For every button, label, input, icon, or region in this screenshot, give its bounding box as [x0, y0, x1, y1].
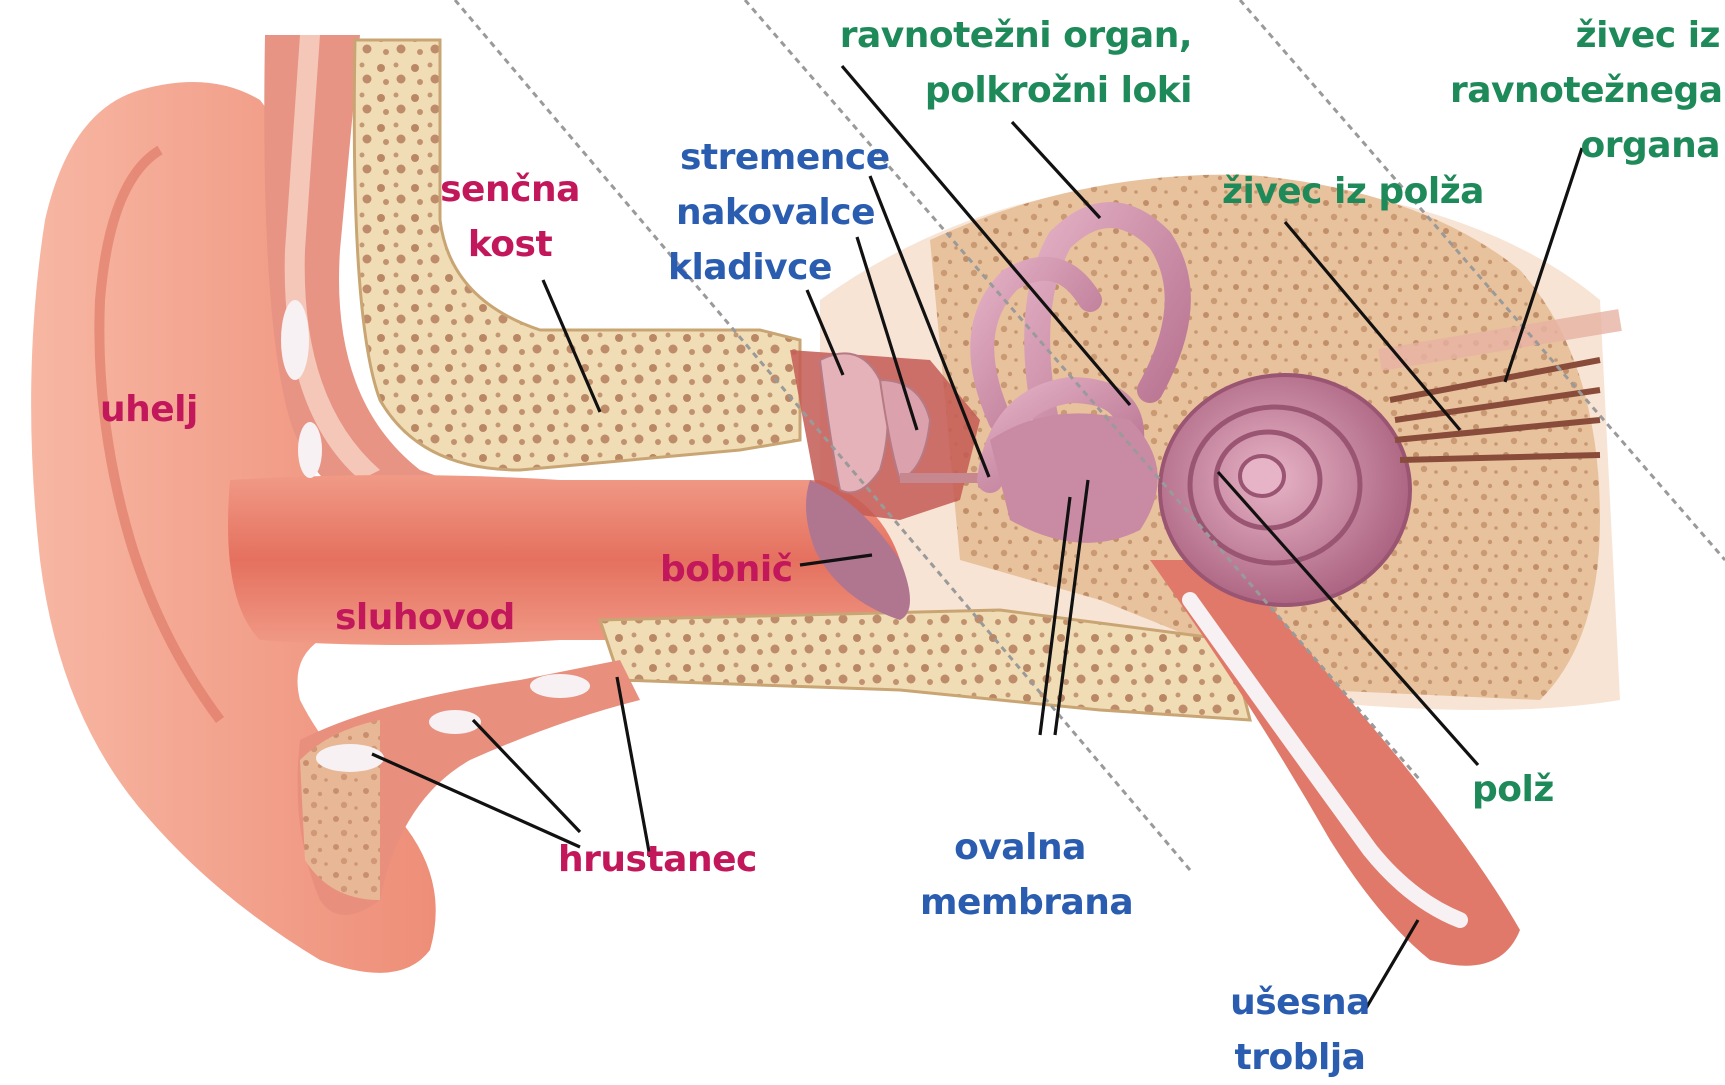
label-stremence: stremence: [680, 130, 890, 185]
cochlea: [1160, 375, 1410, 605]
cartilage-piece: [316, 744, 384, 772]
label-hrustanec: hrustanec: [558, 832, 757, 887]
label-nakovalce: nakovalce: [676, 185, 875, 240]
label-ravnotezni-organ: ravnotežni organ, polkrožni loki: [800, 8, 1192, 118]
label-zivec-iz-ravnoteznega-organa: živec iz ravnotežnega organa: [1450, 8, 1720, 173]
label-kladivce: kladivce: [668, 240, 832, 295]
cartilage-piece: [298, 422, 322, 478]
label-sluhovod: sluhovod: [335, 590, 515, 645]
label-uhelj: uhelj: [100, 382, 198, 437]
label-bobnic: bobnič: [660, 542, 793, 597]
label-sencna-kost: senčna kost: [440, 162, 580, 272]
cartilage-piece: [281, 300, 309, 380]
label-usesna-troblja: ušesna troblja: [1225, 975, 1375, 1085]
label-ovalna-membrana: ovalna membrana: [920, 820, 1120, 930]
cartilage-piece: [530, 674, 590, 698]
label-polz: polž: [1472, 762, 1554, 817]
label-zivec-iz-polza: živec iz polža: [1222, 164, 1484, 219]
